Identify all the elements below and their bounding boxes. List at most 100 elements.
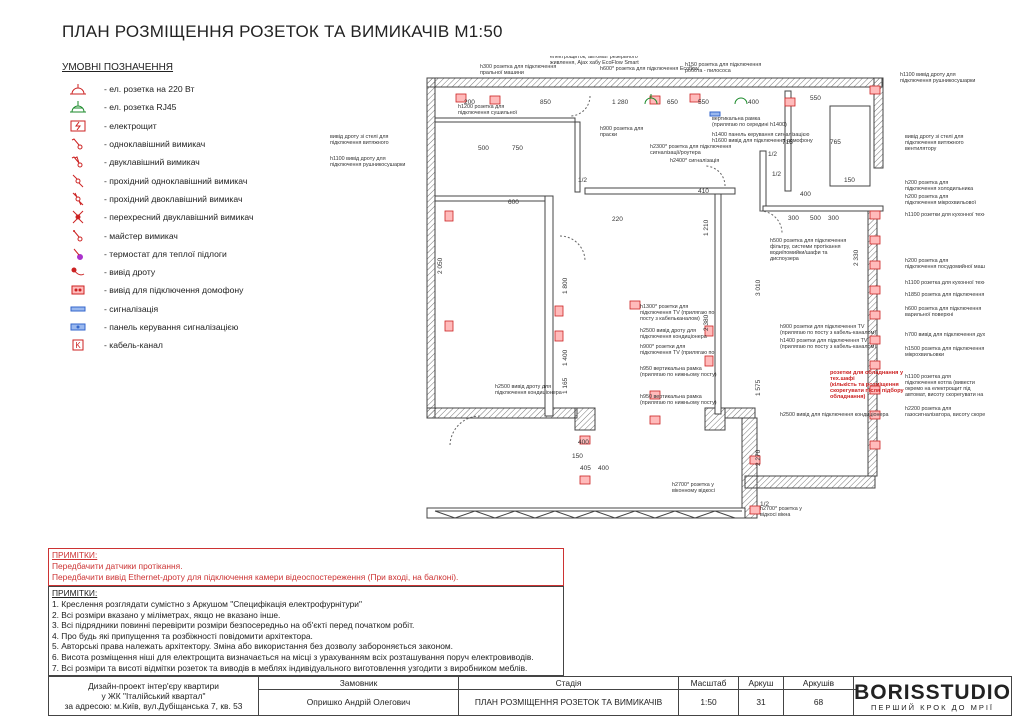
svg-text:150: 150 xyxy=(844,177,855,184)
stage-value: ПЛАН РОЗМІЩЕННЯ РОЗЕТОК ТА ВИМИКАЧІВ xyxy=(459,689,679,715)
svg-text:1 280: 1 280 xyxy=(612,99,629,106)
legend-item: - вивід для підключення домофону xyxy=(62,281,302,299)
svg-text:h200 розетка для: h200 розетка для xyxy=(905,194,948,200)
svg-text:тех.шафі: тех.шафі xyxy=(830,375,855,382)
thermostat-icon xyxy=(62,247,94,261)
note-line: 1. Креслення розглядати сумістно з Аркуш… xyxy=(52,599,362,609)
notes-red: ПРИМІТКИ: Передбачити датчики протікання… xyxy=(48,548,564,586)
svg-text:живлення, Ajax хабу EcoFlow Sm: живлення, Ajax хабу EcoFlow Smart xyxy=(550,60,639,66)
svg-text:підключення кондиціонера: підключення кондиціонера xyxy=(495,390,562,396)
svg-text:500: 500 xyxy=(810,215,821,222)
notes-red-heading: ПРИМІТКИ: xyxy=(52,550,98,560)
svg-text:електрощиток, автомат резервно: електрощиток, автомат резервного xyxy=(550,56,638,60)
legend-item: - електрощит xyxy=(62,117,302,135)
legend-item: - двуклавішний вимикач xyxy=(62,153,302,171)
page-title: ПЛАН РОЗМІЩЕННЯ РОЗЕТОК ТА ВИМИКАЧІВ М1:… xyxy=(62,22,503,41)
svg-text:вентилятору: вентилятору xyxy=(905,146,937,152)
alarm-panel-icon xyxy=(62,320,94,334)
scale-value: 1:50 xyxy=(679,689,739,715)
svg-text:h2300* розетка для підключення: h2300* розетка для підключення xyxy=(650,144,731,150)
svg-text:1 165: 1 165 xyxy=(562,377,569,394)
svg-text:400: 400 xyxy=(578,439,589,446)
svg-text:2 050: 2 050 xyxy=(437,257,444,274)
legend-heading: УМОВНІ ПОЗНАЧЕННЯ xyxy=(62,62,174,73)
note-line: 2. Всі розміри вказано у міліметрах, якщ… xyxy=(52,609,281,620)
svg-text:підключення мікрохвильової: підключення мікрохвильової xyxy=(905,200,976,206)
sheet-label: Аркуш xyxy=(739,677,784,689)
legend-item: - перехресний двуклавішний вимикач xyxy=(62,208,302,226)
svg-text:відкосі вікна: відкосі вікна xyxy=(760,512,790,518)
svg-text:(прилягаю по посту з кабель-ка: (прилягаю по посту з кабель-каналом) xyxy=(780,344,876,350)
svg-text:h2500 вивід дроту для: h2500 вивід дроту для xyxy=(495,384,551,390)
svg-text:3 010: 3 010 xyxy=(755,279,762,296)
svg-text:1/2: 1/2 xyxy=(760,501,769,508)
legend-item: - одноклавішний вимикач xyxy=(62,135,302,153)
client-label: Замовник xyxy=(259,677,459,689)
svg-text:405: 405 xyxy=(580,465,591,472)
title-block: Дизайн-проект інтер'єру квартири у ЖК "І… xyxy=(48,676,1012,716)
svg-text:1 800: 1 800 xyxy=(562,277,569,294)
svg-text:посту з кабельканалом): посту з кабельканалом) xyxy=(640,316,700,322)
svg-text:400: 400 xyxy=(748,99,759,106)
svg-text:1 400: 1 400 xyxy=(562,349,569,366)
scale-label: Масштаб xyxy=(679,677,739,689)
svg-text:робота - пилососа: робота - пилососа xyxy=(685,68,731,74)
balcony-window xyxy=(434,510,742,519)
note-line: Передбачити датчики протікання. xyxy=(52,561,183,571)
svg-text:300: 300 xyxy=(788,215,799,222)
svg-text:диспоузера: диспоузера xyxy=(770,256,799,262)
svg-text:підключення витяжного: підключення витяжного xyxy=(330,140,389,146)
svg-text:автомат, висоту скорегувати на: автомат, висоту скорегувати на місці) xyxy=(905,392,985,398)
svg-text:варильної поверхні: варильної поверхні xyxy=(905,312,953,318)
svg-text:410: 410 xyxy=(698,188,709,195)
svg-text:2 270: 2 270 xyxy=(755,449,762,466)
notes: ПРИМІТКИ: 1. Креслення розглядати суміст… xyxy=(48,586,564,676)
svg-text:h2500 вивід дроту для: h2500 вивід дроту для xyxy=(640,328,696,334)
legend-item: - прохідний одноклавішний вимикач xyxy=(62,171,302,189)
legend-item: - термостат для теплої підлоги xyxy=(62,245,302,263)
svg-text:(прилягаю по нижньому посту): (прилягаю по нижньому посту) xyxy=(640,372,717,378)
svg-text:h1400 панель керування сигналі: h1400 панель керування сигналізацією xyxy=(712,132,809,138)
svg-text:сигналізації/роутера: сигналізації/роутера xyxy=(650,150,701,156)
passthrough-double-icon xyxy=(62,192,94,206)
svg-text:(прилягаю по середині h1400): (прилягаю по середині h1400) xyxy=(712,122,787,128)
studio-logo: BORISSTUDIO ПЕРШИЙ КРОК ДО МРІЇ xyxy=(854,677,1011,715)
svg-text:h1400 розетки для підключення: h1400 розетки для підключення TV xyxy=(780,338,868,344)
sheet-value: 31 xyxy=(739,689,784,715)
svg-text:розетки для обладнання у: розетки для обладнання у xyxy=(830,369,904,376)
alarm-markers xyxy=(709,111,721,117)
svg-text:600: 600 xyxy=(508,199,519,206)
svg-text:h600* розетка для підключення: h600* розетка для підключення Ecoflow xyxy=(600,66,699,72)
legend: - ел. розетка на 220 Вт - ел. розетка RJ… xyxy=(62,80,302,354)
svg-text:1/2: 1/2 xyxy=(768,151,777,158)
legend-item: - ел. розетка RJ45 xyxy=(62,98,302,116)
svg-text:(кількість та розміщення: (кількість та розміщення xyxy=(830,382,899,388)
svg-text:h600 розетка для підключення: h600 розетка для підключення xyxy=(905,306,981,312)
legend-item: - сигналізація xyxy=(62,300,302,318)
cable-channel-icon: K xyxy=(62,338,94,352)
svg-text:1/2: 1/2 xyxy=(578,177,587,184)
svg-text:150: 150 xyxy=(572,453,583,460)
svg-text:фільтру, системи протікання: фільтру, системи протікання xyxy=(770,244,841,250)
notes-heading: ПРИМІТКИ: xyxy=(52,588,98,598)
svg-text:K: K xyxy=(75,341,81,350)
cross-double-icon xyxy=(62,210,94,224)
svg-text:400: 400 xyxy=(800,191,811,198)
svg-text:газосигналізатора, висоту скор: газосигналізатора, висоту скорегувати на… xyxy=(905,412,985,418)
svg-text:h950 вертикальна рамка: h950 вертикальна рамка xyxy=(640,394,702,400)
svg-text:підключення TV (прилягаю по: підключення TV (прилягаю по xyxy=(640,350,714,356)
alarm-icon xyxy=(62,302,94,316)
annotations: h300 розетка для підключення пральної ма… xyxy=(330,56,985,518)
svg-text:h900 розетки для підключення T: h900 розетки для підключення TV xyxy=(780,324,865,330)
svg-text:підключення TV (прилягаю по: підключення TV (прилягаю по xyxy=(640,310,714,316)
logo-tagline: ПЕРШИЙ КРОК ДО МРІЇ xyxy=(870,702,995,712)
svg-text:h1100 розетки для кухонної тех: h1100 розетки для кухонної техніки xyxy=(905,212,985,218)
svg-text:окремо на електрощит під: окремо на електрощит під xyxy=(905,386,971,392)
svg-text:підключення рушникосушарки: підключення рушникосушарки xyxy=(330,162,405,168)
wire-outlet-icon xyxy=(62,265,94,279)
svg-text:h1100 вивід дроту для: h1100 вивід дроту для xyxy=(330,156,386,162)
legend-item: - майстер вимикач xyxy=(62,226,302,244)
svg-text:обладнання): обладнання) xyxy=(830,393,865,400)
svg-text:220: 220 xyxy=(612,216,623,223)
